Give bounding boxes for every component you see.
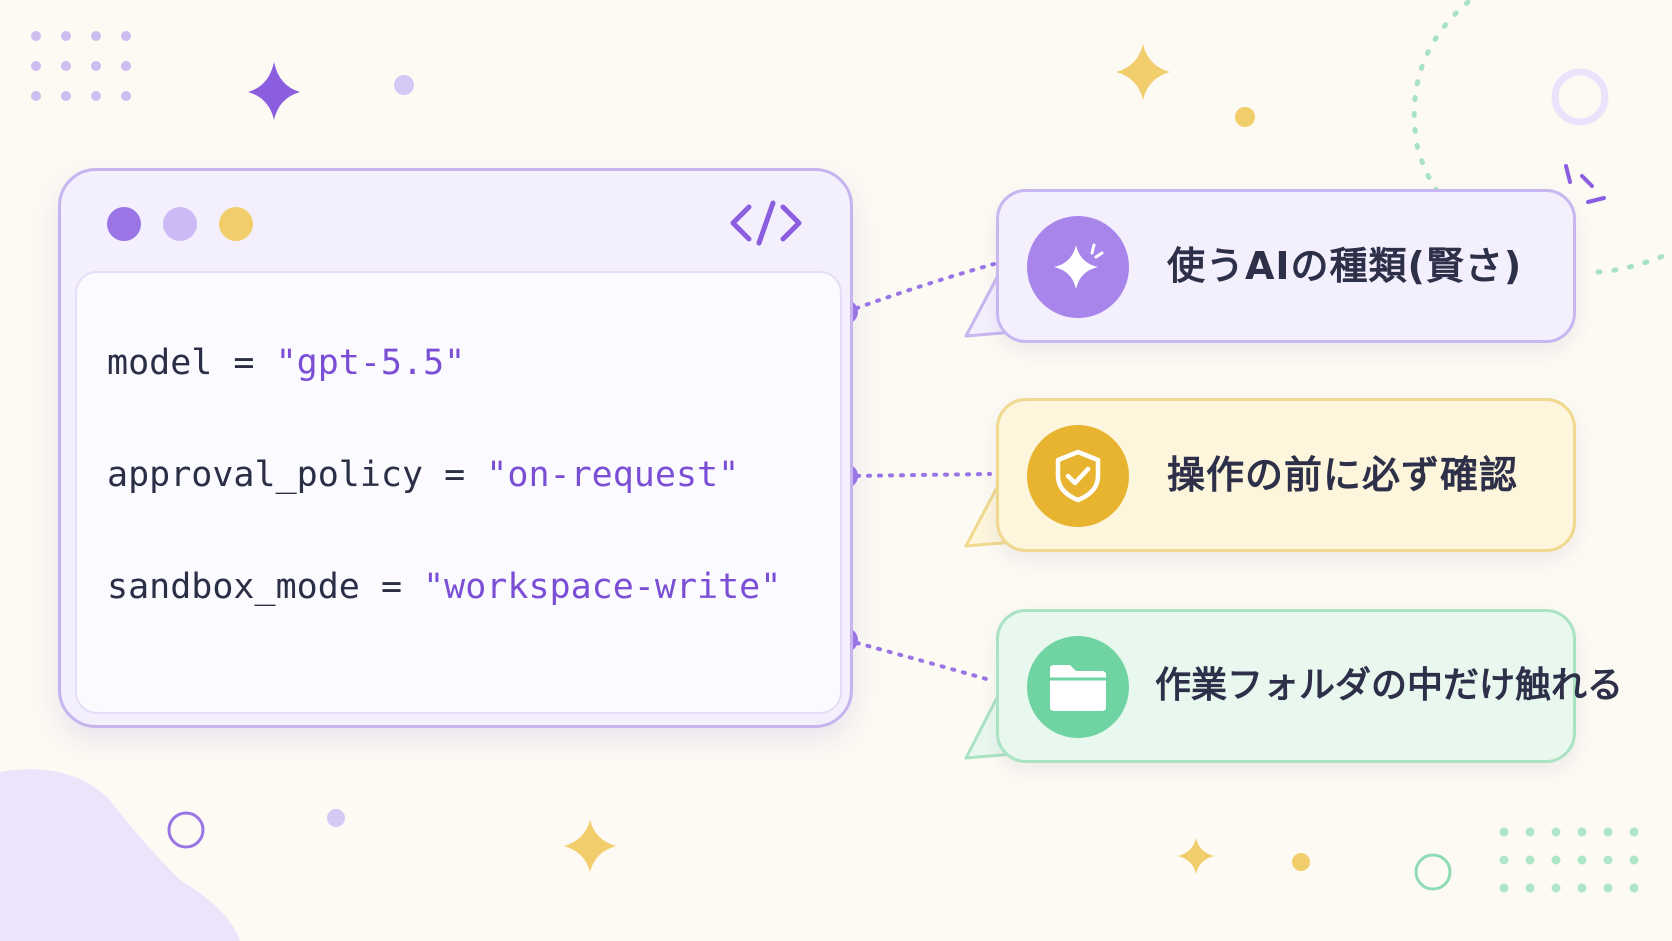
window-dot-lavender <box>163 207 197 241</box>
config-key: model <box>107 343 213 383</box>
config-value: "gpt-5.5" <box>275 343 466 383</box>
dot-decor <box>1235 107 1255 127</box>
callout-icon-badge <box>1027 425 1129 527</box>
config-value: "on-request" <box>486 455 740 495</box>
folder-icon <box>1050 665 1106 711</box>
window-dot-yellow <box>219 207 253 241</box>
config-value: "workspace-write" <box>423 567 782 607</box>
code-brackets-icon <box>730 200 802 246</box>
dot-decor <box>394 75 414 95</box>
config-key: sandbox_mode <box>107 567 360 607</box>
shield-check-icon <box>1055 449 1101 503</box>
dashed-arc-right <box>1595 251 1671 275</box>
config-key: approval_policy <box>107 455 424 495</box>
callout-approval: 操作の前に必ず確認 <box>996 398 1576 552</box>
sparkle-yellow-small <box>1178 838 1214 874</box>
code-line-model: model = "gpt-5.5" <box>107 343 465 383</box>
ring-decor <box>1551 68 1609 126</box>
blob-decor <box>0 769 240 941</box>
window-dot-purple <box>107 207 141 241</box>
dot-grid-top-left <box>31 31 131 101</box>
code-line-sandbox-mode: sandbox_mode = "workspace-write" <box>107 567 781 607</box>
ring-decor <box>1414 853 1452 891</box>
sparkle-purple <box>248 62 300 120</box>
connectors <box>844 262 996 682</box>
config-operator: = <box>359 567 424 607</box>
burst-decor <box>1564 164 1606 204</box>
callout-icon-badge <box>1027 216 1129 318</box>
callout-sandbox: 作業フォルダの中だけ触れる <box>996 609 1623 763</box>
sparkle-yellow-top <box>1116 44 1170 100</box>
dot-decor <box>1292 853 1310 871</box>
sparkle-yellow-bottom <box>564 820 616 872</box>
callout-icon-badge <box>1027 636 1129 738</box>
dot-grid-bottom-right <box>1499 827 1639 893</box>
callout-label: 操作の前に必ず確認 <box>1167 453 1519 497</box>
ring-decor <box>167 811 205 849</box>
dot-decor <box>327 809 345 827</box>
code-window: model = "gpt-5.5" approval_policy = "on-… <box>58 168 853 728</box>
callout-model: 使うAIの種類(賢さ) <box>996 189 1576 343</box>
callout-label: 作業フォルダの中だけ触れる <box>1155 665 1624 706</box>
dashed-arc <box>1411 0 1503 243</box>
sparkle-icon <box>1054 243 1104 289</box>
code-panel: model = "gpt-5.5" approval_policy = "on-… <box>75 271 842 714</box>
config-operator: = <box>212 343 276 383</box>
config-operator: = <box>423 455 487 495</box>
callout-label: 使うAIの種類(賢さ) <box>1167 244 1523 288</box>
code-line-approval-policy: approval_policy = "on-request" <box>107 455 739 495</box>
